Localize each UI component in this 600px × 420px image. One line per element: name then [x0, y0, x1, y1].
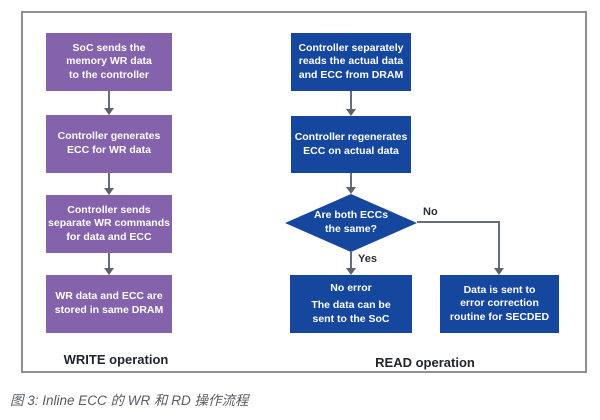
write-step-3-box: Controller sends separate WR commands fo…	[46, 195, 172, 253]
read-step-1-box: Controller separately reads the actual d…	[291, 33, 411, 91]
read-step-2-box: Controller regenerates ECC on actual dat…	[291, 116, 411, 173]
read-arrow-2-shaft	[350, 173, 352, 187]
write-arrow-3-head-icon	[104, 268, 114, 275]
yes-outcome-body: The data can be sent to the SoC	[311, 299, 391, 325]
write-step-3-text: Controller sends separate WR commands fo…	[48, 203, 170, 243]
no-arrow-head-icon	[494, 268, 504, 275]
read-step-2-text: Controller regenerates ECC on actual dat…	[294, 130, 408, 157]
yes-arrow-head-icon	[346, 268, 356, 275]
yes-label: Yes	[358, 253, 377, 265]
yes-outcome-box: No error The data can be sent to the SoC	[290, 275, 412, 333]
read-arrow-1-shaft	[350, 91, 352, 109]
yes-outcome-title: No error	[330, 281, 372, 294]
read-operation-label: READ operation	[375, 355, 475, 370]
write-step-1-box: SoC sends the memory WR data to the cont…	[46, 33, 172, 91]
write-arrow-1-head-icon	[104, 108, 114, 115]
write-arrow-2-shaft	[108, 173, 110, 188]
write-operation-label: WRITE operation	[63, 352, 169, 367]
no-outcome-text: Data is sent to error correction routine…	[449, 283, 550, 323]
no-branch-hline	[417, 221, 500, 223]
write-step-4-text: WR data and ECC are stored in same DRAM	[54, 290, 164, 316]
write-step-2-box: Controller generates ECC for WR data	[46, 115, 172, 173]
write-arrow-1-shaft	[108, 91, 110, 108]
read-arrow-2-head-icon	[346, 187, 356, 194]
no-branch-vline	[498, 221, 500, 268]
write-step-1-text: SoC sends the memory WR data to the cont…	[66, 41, 152, 81]
no-label: No	[423, 206, 438, 218]
no-outcome-box: Data is sent to error correction routine…	[440, 275, 559, 333]
read-arrow-1-head-icon	[346, 109, 356, 116]
read-step-1-text: Controller separately reads the actual d…	[298, 41, 404, 81]
yes-arrow-shaft	[350, 252, 352, 268]
write-arrow-2-head-icon	[104, 188, 114, 195]
write-arrow-3-shaft	[108, 253, 110, 268]
write-step-4-box: WR data and ECC are stored in same DRAM	[46, 275, 172, 333]
write-step-2-text: Controller generates ECC for WR data	[57, 130, 161, 156]
decision-text: Are both ECCs the same?	[313, 209, 389, 235]
figure-caption: 图 3: Inline ECC 的 WR 和 RD 操作流程	[10, 393, 249, 408]
